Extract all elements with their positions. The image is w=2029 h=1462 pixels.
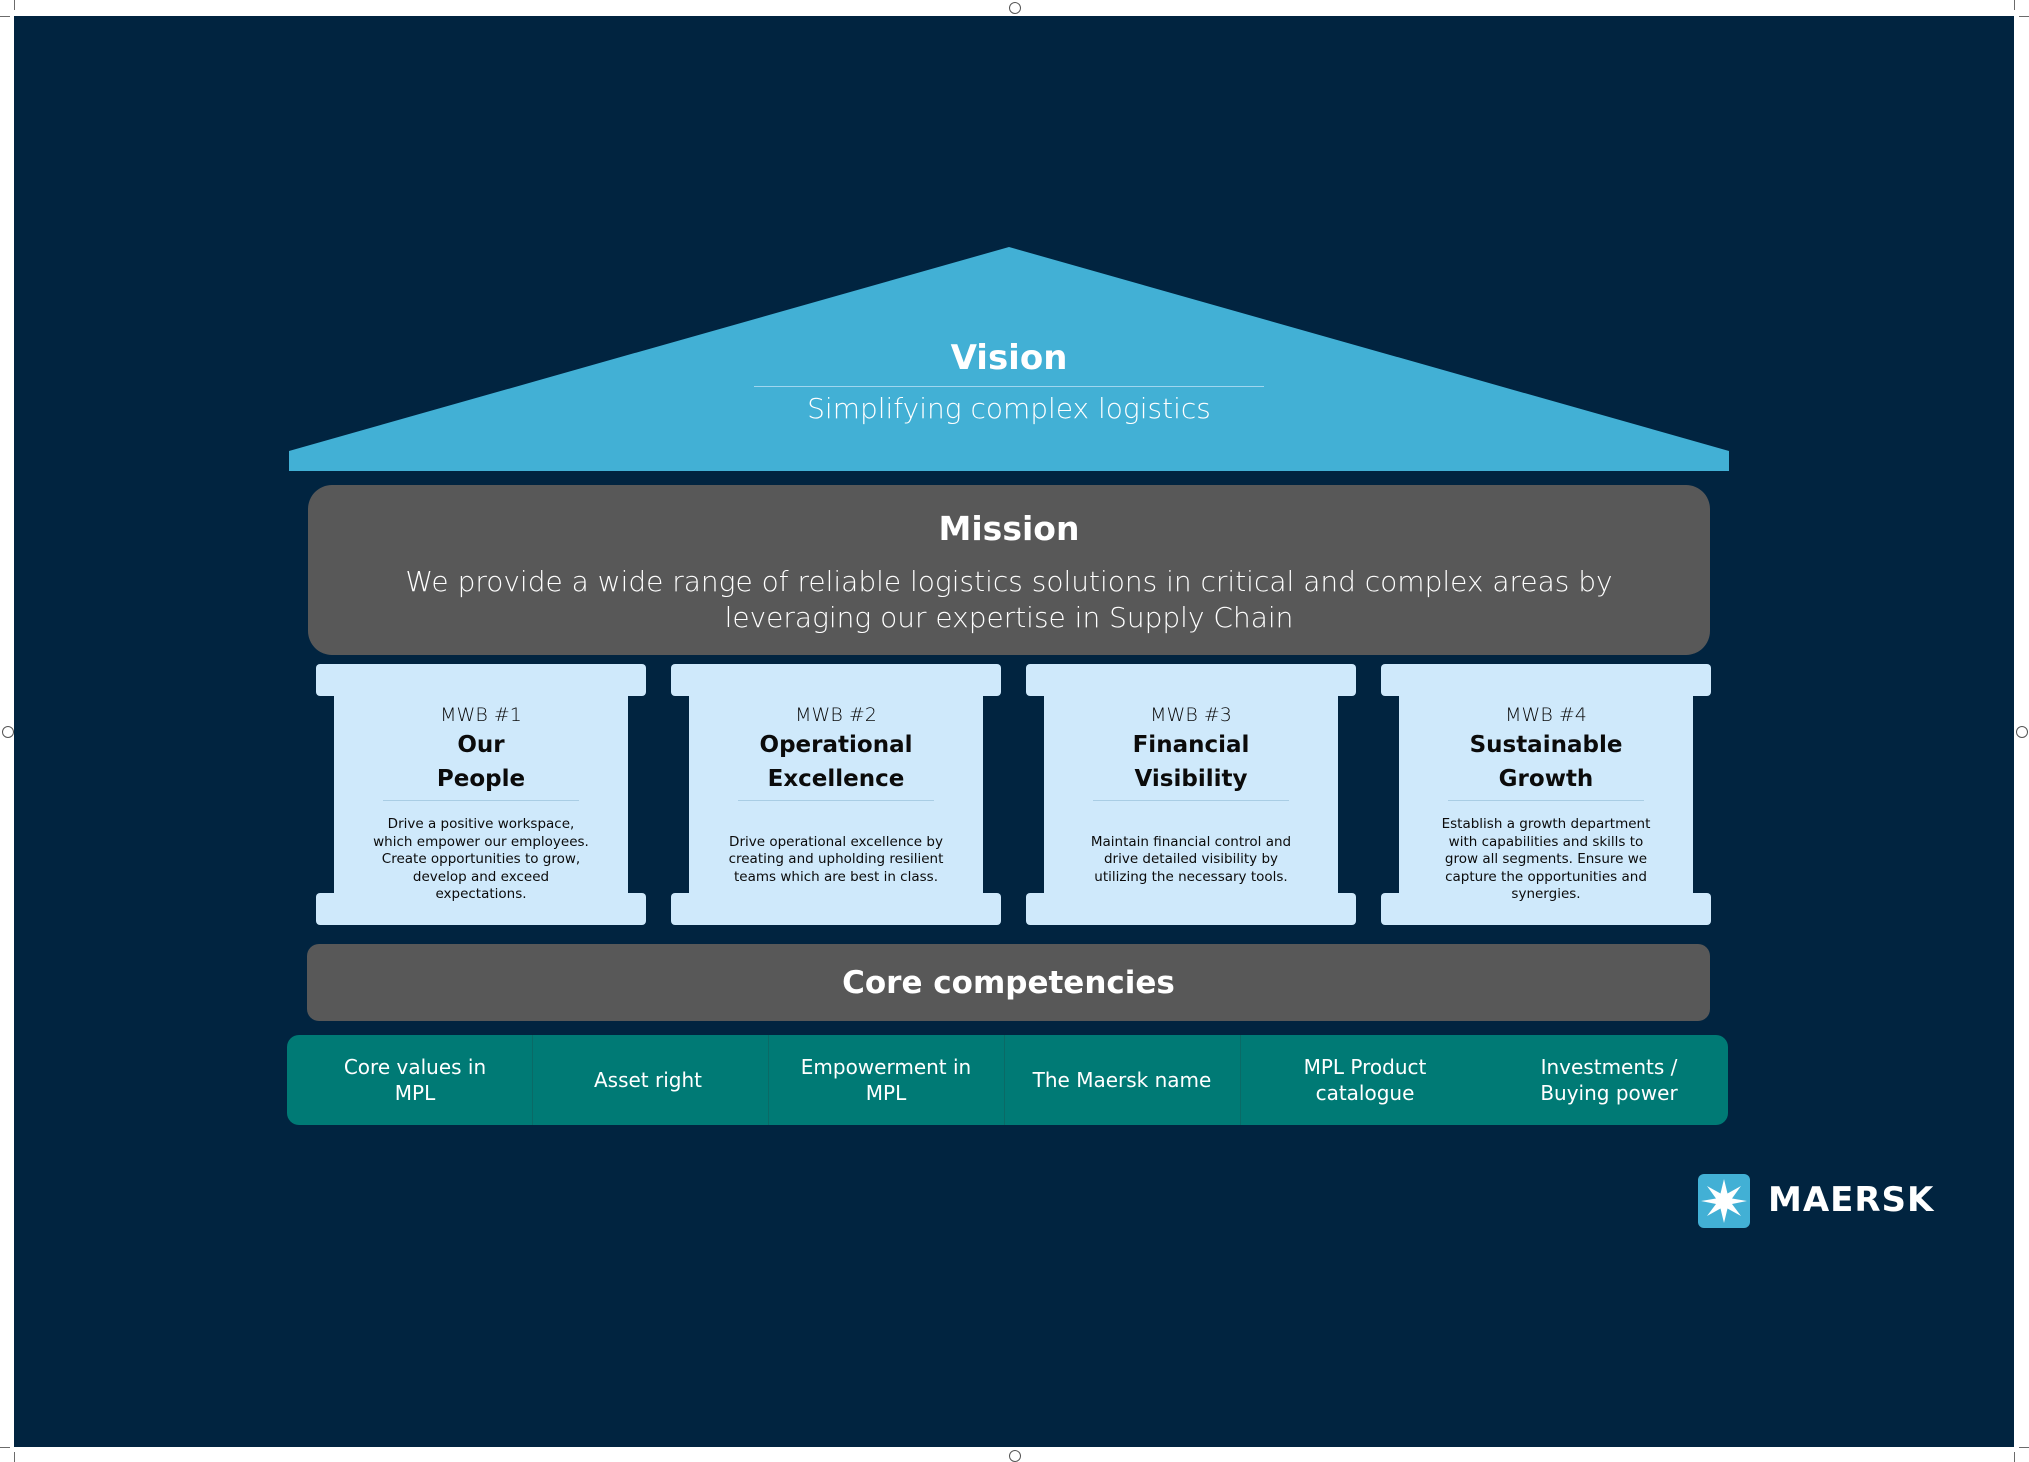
competency-item: Core values in MPL (343, 1055, 487, 1105)
pillar-code: MWB #3 (1150, 704, 1232, 726)
pillar-description: Drive a positive workspace, which empowe… (373, 816, 589, 903)
mission-text: We provide a wide range of reliable logi… (405, 565, 1613, 634)
competency-item: Investments / Buying power (1540, 1055, 1678, 1105)
crop-mark (2019, 16, 2029, 17)
pillar-capital (1381, 664, 1711, 696)
maersk-logo: MAERSK (1698, 1174, 1938, 1230)
pillar-divider (383, 800, 579, 801)
pillar-title-line2: People (436, 766, 526, 792)
competency-item: MPL Product catalogue (1303, 1055, 1427, 1105)
pillar-content: MWB #3 Financial Visibility Maintain fin… (1044, 704, 1338, 919)
pillar-base (671, 893, 1001, 925)
mission-panel: Mission We provide a wide range of relia… (308, 485, 1710, 655)
competency-item: Asset right (593, 1068, 703, 1092)
pillar-our-people: MWB #1 Our People Drive a positive works… (316, 664, 646, 925)
competency-divider (1240, 1035, 1241, 1125)
pillar-capital (316, 664, 646, 696)
crop-mark (2014, 1452, 2015, 1462)
registration-mark (1009, 2, 1021, 14)
competency-item: Empowerment in MPL (800, 1055, 972, 1105)
core-competencies-title: Core competencies (307, 944, 1710, 1021)
pillar-title-line1: Our (457, 732, 505, 758)
vision-title: Vision (950, 338, 1068, 378)
pillar-code: MWB #2 (795, 704, 877, 726)
pillar-description: Maintain financial control and drive det… (1090, 833, 1292, 885)
registration-mark (2, 726, 14, 738)
pillar-title-line1: Financial (1132, 732, 1250, 758)
pillar-code: MWB #4 (1505, 704, 1587, 726)
pillar-financial-visibility: MWB #3 Financial Visibility Maintain fin… (1026, 664, 1356, 925)
pillar-title-line1: Operational (759, 732, 913, 758)
competency-item: The Maersk name (1032, 1068, 1212, 1092)
pillar-title-line2: Excellence (767, 766, 905, 792)
pillar-divider (1093, 800, 1289, 801)
pillar-content: MWB #1 Our People Drive a positive works… (334, 704, 628, 919)
pillar-shaft (1044, 664, 1338, 925)
crop-mark (2019, 1447, 2029, 1448)
pillar-shaft (334, 664, 628, 925)
registration-mark (1009, 1450, 1021, 1462)
pillar-operational-excellence: MWB #2 Operational Excellence Drive oper… (671, 664, 1001, 925)
pillar-title-line2: Growth (1498, 766, 1594, 792)
pillar-title-line2: Visibility (1134, 766, 1248, 792)
pillar-divider (738, 800, 934, 801)
vision-text: Simplifying complex logistics (807, 392, 1211, 425)
crop-mark (14, 0, 15, 10)
pillar-title-line1: Sustainable (1469, 732, 1623, 758)
star-icon (1698, 1174, 1750, 1228)
brand-name: MAERSK (1768, 1180, 1935, 1220)
pillar-divider (1448, 800, 1644, 801)
core-competencies-band: Core values in MPL Asset right Empowerme… (287, 1035, 1728, 1125)
vision-divider (754, 386, 1264, 387)
pillar-sustainable-growth: MWB #4 Sustainable Growth Establish a gr… (1381, 664, 1711, 925)
pillar-code: MWB #1 (440, 704, 522, 726)
pillar-capital (671, 664, 1001, 696)
pillar-content: MWB #2 Operational Excellence Drive oper… (689, 704, 983, 919)
competency-divider (768, 1035, 769, 1125)
pillar-base (1026, 893, 1356, 925)
pillar-base (1381, 893, 1711, 925)
crop-mark (14, 1452, 15, 1462)
pillar-description: Establish a growth department with capab… (1441, 816, 1651, 903)
pillar-shaft (689, 664, 983, 925)
pillar-description: Drive operational excellence by creating… (728, 833, 944, 885)
pillar-capital (1026, 664, 1356, 696)
registration-mark (2016, 726, 2028, 738)
pillar-shaft (1399, 664, 1693, 925)
pillar-content: MWB #4 Sustainable Growth Establish a gr… (1399, 704, 1693, 919)
crop-mark (0, 1447, 10, 1448)
crop-mark (0, 16, 10, 17)
competency-divider (532, 1035, 533, 1125)
crop-mark (2014, 0, 2015, 10)
vision-roof (289, 247, 1729, 471)
poster-page (14, 16, 2014, 1447)
mission-title: Mission (938, 509, 1080, 548)
pillar-base (316, 893, 646, 925)
roof-shape (289, 247, 1729, 471)
competency-divider (1004, 1035, 1005, 1125)
